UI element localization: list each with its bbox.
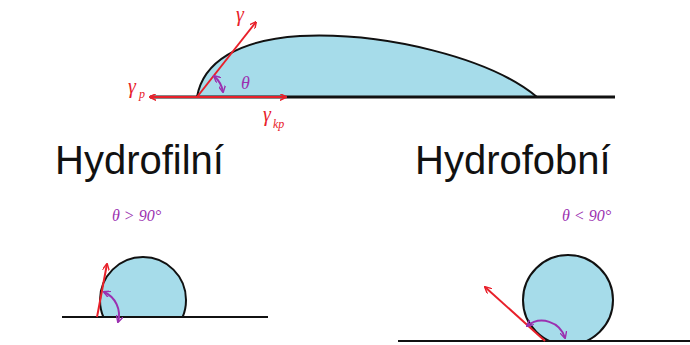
tension-vector: [97, 264, 107, 317]
vector-symbol: γ: [236, 4, 244, 24]
angle-condition: θ < 90°: [562, 208, 611, 224]
tension-vector: [197, 96, 286, 98]
angle-condition: θ > 90°: [112, 208, 161, 224]
surface-line: [62, 316, 268, 318]
tension-vector: [150, 96, 197, 98]
angle-arc: [214, 76, 223, 92]
angle-arc: [104, 292, 119, 322]
tension-vector: [485, 287, 545, 341]
heading-label: Hydrofobní: [415, 140, 611, 180]
tension-vector: [197, 22, 256, 97]
droplet: [197, 36, 537, 97]
vector-subscript: p: [139, 88, 145, 100]
angle-arc: [527, 321, 565, 338]
heading-label: Hydrofilní: [55, 140, 224, 180]
droplet: [523, 255, 613, 341]
surface-line: [150, 96, 615, 99]
vector-symbol: γ: [263, 104, 271, 124]
droplet: [100, 257, 186, 317]
vector-symbol: γ: [128, 76, 136, 96]
angle-symbol: θ: [241, 74, 250, 92]
vector-subscript: kp: [273, 118, 284, 130]
